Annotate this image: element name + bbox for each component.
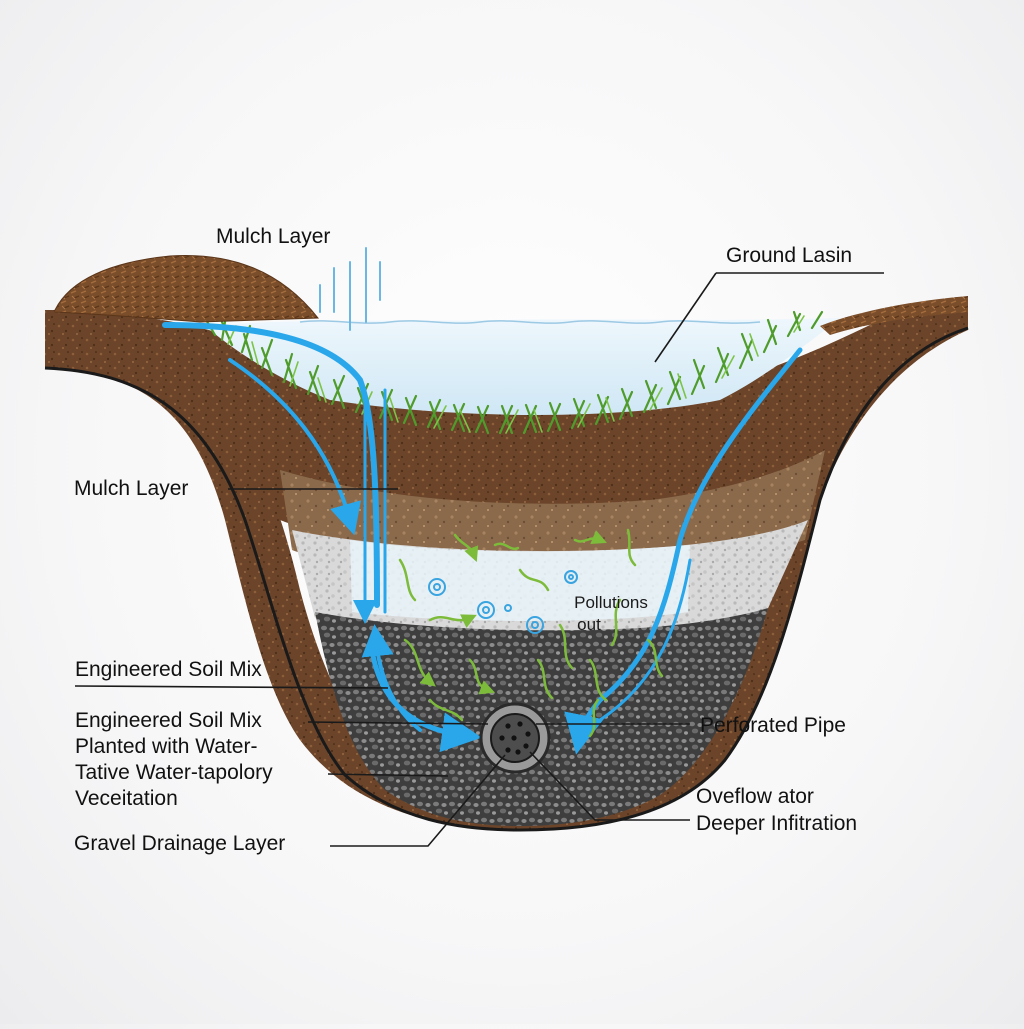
label-mulch-layer-mid: Mulch Layer [74, 477, 189, 500]
label-ground-basin: Ground Lasin [726, 244, 853, 267]
label-engineered-planted-2: Planted with Water- [75, 735, 258, 758]
flow-arrow-left-to-pipe [369, 647, 482, 753]
label-engineered-planted-4: Veceitation [75, 787, 178, 810]
pollutant-particles [398, 528, 664, 738]
leader-tative [327, 773, 449, 777]
flow-arrow-right-inner [598, 558, 692, 722]
pollutant-rings [428, 570, 578, 634]
leader-gravel [330, 754, 506, 847]
flow-arrow-left-surface [162, 322, 380, 608]
label-gravel-drainage: Gravel Drainage Layer [74, 832, 286, 855]
rain-streaks [319, 247, 381, 331]
water-surface-line [299, 320, 761, 324]
leader-engineered-planted [307, 721, 489, 725]
label-engineered-planted-3: Tative Water-tapolory [75, 761, 273, 784]
label-pollutions-out: out [577, 615, 601, 634]
mulch-mound [54, 254, 320, 323]
soil-bowl [45, 298, 968, 830]
leader-overflow [529, 751, 690, 821]
leader-ground-basin [654, 272, 717, 363]
label-overflow-1: Oveflow ator [696, 785, 814, 808]
label-engineered-soil-mix: Engineered Soil Mix [75, 658, 262, 681]
label-pollutions: Pollutions [574, 593, 648, 612]
label-perforated-pipe: Perforated Pipe [700, 714, 846, 737]
grass-highlights [227, 315, 805, 434]
label-mulch-layer-top: Mulch Layer [216, 225, 331, 248]
label-overflow-2: Deeper Infitration [696, 812, 858, 835]
lower-soil-band [280, 450, 825, 570]
right-rim [820, 296, 968, 335]
label-engineered-planted-1: Engineered Soil Mix [75, 709, 262, 732]
basin-outline [44, 326, 969, 832]
filter-window [350, 540, 690, 621]
flow-arrow-left-down [228, 358, 361, 536]
leader-lines [74, 272, 884, 847]
leader-engineered-soil [74, 685, 389, 689]
